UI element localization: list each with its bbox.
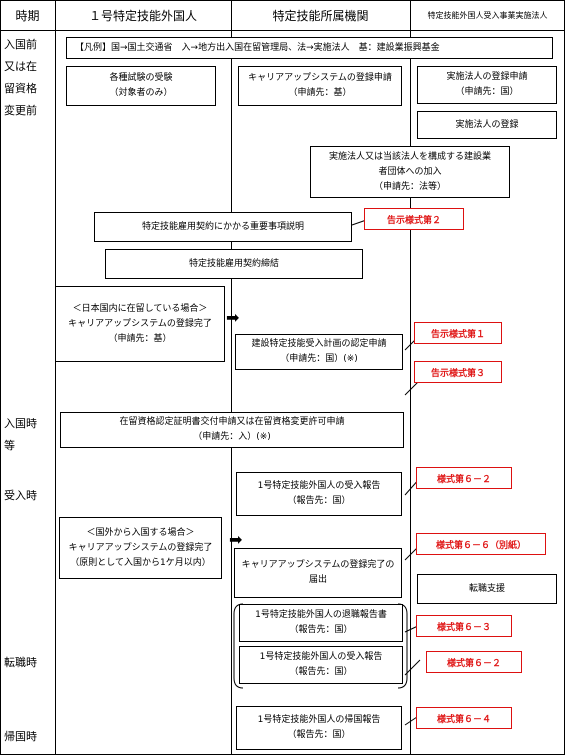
important-explain-box: 特定技能雇用契約にかかる重要事項説明: [94, 212, 352, 242]
return-report-line: 1号特定技能外国人の帰国報告: [257, 715, 381, 725]
career-apply-box: キャリアアップシステムの登録申請 （申請先：基）: [238, 66, 402, 106]
black-arrow-icon: ➡: [229, 530, 243, 549]
join-group-line: 者団体への加入: [378, 166, 442, 177]
legend-text: 【凡例】国→国土交通省 入→地方出入国在留管理局、法→実施法人 基：建設業振興基…: [75, 42, 440, 53]
accept-report-line: 1号特定技能外国人の受入報告: [257, 481, 381, 491]
contract-box: 特定技能雇用契約締結: [105, 249, 363, 279]
header-organization: 特定技能外国人受入事業実施法人: [427, 10, 548, 20]
return-report-line: （報告先：国）: [287, 730, 351, 740]
overseas-career-line: キャリアアップシステムの登録完了: [68, 542, 213, 553]
domestic-career-line: ＜日本国内に在留している場合＞: [72, 303, 208, 314]
career-done-line: キャリアアップシステムの登録完了の: [241, 560, 395, 570]
retire-report-line: 1号特定技能外国人の退職報告書: [255, 610, 387, 620]
period-before-entry: 入国前 又は在 留資格 変更前: [4, 38, 37, 117]
plan-apply-line: （申請先：国）(※): [280, 354, 358, 364]
domestic-career-line: キャリアアップシステムの登録完了: [68, 318, 212, 329]
period-job-change: 転職時: [4, 656, 37, 669]
header-divider: [0, 30, 565, 31]
form-badge-6-3: 様式第６－３: [416, 615, 512, 637]
overseas-career-line: （原則として入国から1ケ月以内）: [70, 557, 211, 568]
job-support-box: 転職支援: [417, 574, 557, 604]
visa-apply-box: 在留資格認定証明書交付申請又は在留資格変更許可申請 （申請先：入）(※): [60, 412, 404, 448]
retire-report-line: （報告先：国）: [289, 625, 353, 635]
org-register-line: 実施法人の登録: [455, 119, 519, 130]
form-badge-6-4: 様式第６－４: [416, 707, 512, 729]
accept-report2-line: 1号特定技能外国人の受入報告: [259, 652, 383, 662]
career-done-box: キャリアアップシステムの登録完了の 届出: [234, 548, 402, 598]
org-register-apply-box: 実施法人の登録申請 （申請先：国）: [417, 66, 557, 104]
visa-apply-line: （申請先：入）(※): [193, 432, 271, 442]
accept-report2-line: （報告先：国）: [289, 667, 353, 677]
join-group-line: 実施法人又は当該法人を構成する建設業: [328, 151, 491, 162]
form-badge-2: 告示様式第２: [364, 208, 464, 230]
return-report-box: 1号特定技能外国人の帰国報告 （報告先：国）: [236, 706, 402, 750]
overseas-career-line: ＜国外から入国する場合＞: [86, 527, 195, 538]
important-explain-line: 特定技能雇用契約にかかる重要事項説明: [141, 221, 304, 232]
contract-line: 特定技能雇用契約締結: [188, 258, 279, 269]
period-entry: 入国時 等: [4, 417, 37, 452]
form-badge-6-6: 様式第６－６（別紙）: [416, 533, 546, 555]
column-divider: [231, 0, 232, 755]
domestic-career-line: （申請先：基）: [108, 333, 172, 344]
career-apply-line: （申請先：基）: [288, 88, 352, 98]
job-support-line: 転職支援: [468, 583, 505, 594]
domestic-career-box: ＜日本国内に在留している場合＞ キャリアアップシステムの登録完了 （申請先：基）: [55, 286, 225, 362]
org-register-apply-line: 実施法人の登録申請: [446, 72, 528, 82]
column-divider: [55, 0, 56, 755]
period-acceptance: 受入時: [4, 489, 37, 502]
org-register-box: 実施法人の登録: [417, 111, 557, 139]
legend-box: 【凡例】国→国土交通省 入→地方出入国在留管理局、法→実施法人 基：建設業振興基…: [66, 37, 553, 59]
career-apply-line: キャリアアップシステムの登録申請: [248, 73, 392, 83]
overseas-career-box: ＜国外から入国する場合＞ キャリアアップシステムの登録完了 （原則として入国から…: [59, 517, 222, 579]
exam-line: （対象者のみ）: [109, 88, 173, 98]
accept-report2-box: 1号特定技能外国人の受入報告 （報告先：国）: [239, 646, 403, 684]
form-badge-1: 告示様式第１: [414, 322, 502, 344]
header-period: 時期: [15, 8, 40, 23]
header-foreign: １号特定技能外国人: [88, 8, 197, 23]
black-arrow-icon: ➡: [226, 308, 240, 327]
join-group-line: （申請先：法等）: [373, 181, 446, 192]
exam-box: 各種試験の受験 （対象者のみ）: [66, 66, 216, 106]
retire-report-box: 1号特定技能外国人の退職報告書 （報告先：国）: [239, 604, 403, 642]
visa-apply-line: 在留資格認定証明書交付申請又は在留資格変更許可申請: [119, 417, 345, 427]
plan-apply-box: 建設特定技能受入計画の認定申請 （申請先：国）(※): [235, 334, 403, 370]
header-affiliation: 特定技能所属機関: [272, 8, 369, 23]
form-badge-3: 告示様式第３: [414, 361, 502, 383]
plan-apply-line: 建設特定技能受入計画の認定申請: [251, 339, 387, 349]
exam-line: 各種試験の受験: [109, 73, 173, 83]
form-badge-6-2: 様式第６－２: [426, 651, 522, 673]
join-group-box: 実施法人又は当該法人を構成する建設業 者団体への加入 （申請先：法等）: [310, 146, 510, 198]
period-return: 帰国時: [4, 730, 37, 743]
form-badge-6-2: 様式第６－２: [416, 467, 512, 489]
accept-report-box: 1号特定技能外国人の受入報告 （報告先：国）: [236, 472, 402, 516]
org-register-apply-line: （申請先：国）: [455, 87, 519, 97]
career-done-line: 届出: [308, 575, 327, 585]
column-divider: [410, 0, 411, 755]
accept-report-line: （報告先：国）: [287, 496, 351, 506]
